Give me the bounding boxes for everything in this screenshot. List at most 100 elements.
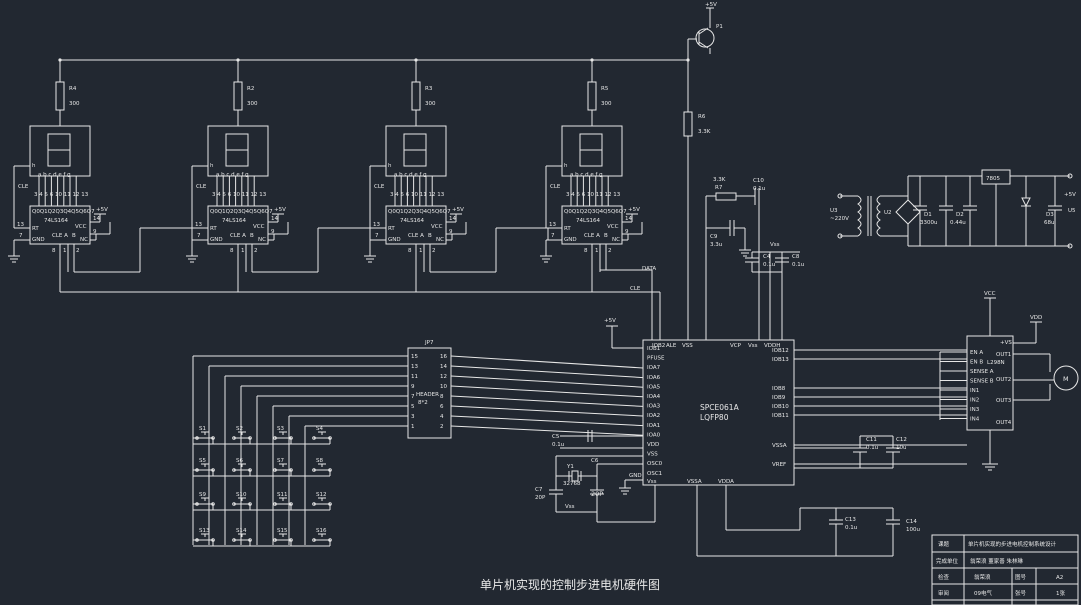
keypad-switch[interactable]: S1 bbox=[195, 426, 215, 444]
shift-register-chip bbox=[207, 205, 269, 245]
display-resistor-label: R2 bbox=[247, 86, 254, 92]
shift-gnd-pin: GND bbox=[32, 237, 45, 243]
driver-vs-label: +VS bbox=[1000, 340, 1012, 346]
mcu-left-pin: IOA0 bbox=[647, 432, 661, 438]
d2-label: D2 bbox=[956, 212, 964, 218]
pin-1: 1 bbox=[241, 248, 245, 254]
right-caps: C11 0.1u C12 10u C13 0.1u C14 100u bbox=[696, 435, 920, 557]
pin-9: 9 bbox=[271, 229, 275, 235]
driver-input-pin: IN1 bbox=[970, 388, 979, 394]
header-right-pin: 12 bbox=[440, 374, 447, 380]
header-right-pin: 14 bbox=[440, 364, 447, 370]
pin-14: 14 bbox=[271, 216, 278, 222]
driver-vdd-label: VDD bbox=[1030, 315, 1042, 321]
shift-num-pins: 3 4 5 6 10 11 12 13 bbox=[34, 192, 89, 198]
c9-value: 3.3u bbox=[710, 242, 722, 248]
switch-label: S10 bbox=[236, 492, 247, 498]
keypad-switch[interactable]: S5 bbox=[195, 458, 215, 476]
keypad-switch[interactable]: S8 bbox=[312, 458, 332, 476]
tb-review-value: 09电气 bbox=[974, 589, 992, 597]
shift-q-pins: Q0Q1Q2Q3Q4Q5Q6Q7 bbox=[564, 209, 627, 215]
shift-vcc-pin: VCC bbox=[607, 224, 619, 230]
pin-7: 7 bbox=[19, 233, 23, 239]
mcu-left-pin: OSC1 bbox=[647, 471, 662, 477]
u3-value: ~220V bbox=[830, 216, 849, 222]
c11-value: 0.1u bbox=[866, 445, 878, 451]
switch-label: S12 bbox=[316, 492, 327, 498]
pin-9: 9 bbox=[449, 229, 453, 235]
tb-sheet-label: 张号 bbox=[1015, 589, 1027, 597]
keypad-switch[interactable]: S4 bbox=[312, 426, 332, 444]
c9-label: C9 bbox=[710, 234, 718, 240]
header-name: JP7 bbox=[424, 340, 434, 346]
keypad-switch[interactable]: S2 bbox=[232, 426, 252, 444]
pin-2: 2 bbox=[608, 248, 612, 254]
shift-chip-name: 74LS164 bbox=[400, 218, 425, 224]
keypad-switch[interactable]: S7 bbox=[273, 458, 293, 476]
seg-h-label: h bbox=[564, 163, 568, 169]
tb-check-value: 翁荣浪 bbox=[974, 573, 991, 581]
pin-1: 1 bbox=[419, 248, 423, 254]
tb-drawing-label: 图号 bbox=[1015, 573, 1027, 581]
shift-rt-pin: RT bbox=[210, 226, 217, 232]
driver-input-pin: IN4 bbox=[970, 417, 980, 423]
switch-label: S15 bbox=[277, 528, 288, 534]
tb-unit-label: 完成单位 bbox=[936, 557, 959, 565]
transistor-p1: +5V P1 bbox=[60, 2, 723, 112]
keypad-switch[interactable]: S9 bbox=[195, 492, 215, 510]
header-left-pin: 1 bbox=[411, 424, 415, 430]
c10-label: C10 bbox=[753, 178, 764, 184]
keypad-switch[interactable]: S6 bbox=[232, 458, 252, 476]
d1-value: 3300u bbox=[920, 220, 937, 226]
shift-nc-pin: NC bbox=[436, 237, 444, 243]
display-vcc-label: +5V bbox=[96, 207, 108, 213]
tb-drawing-value: A2 bbox=[1056, 575, 1063, 581]
u5-label: U5 bbox=[1068, 208, 1076, 214]
mcu-name: SPCE061A bbox=[700, 403, 740, 412]
mcu-top-pin: IOB2 bbox=[652, 343, 665, 349]
header-left-pin: 9 bbox=[411, 384, 415, 390]
driver-input-pin: EN B bbox=[970, 360, 983, 366]
c12-label: C12 bbox=[896, 437, 907, 443]
cle-signal-label: CLE bbox=[630, 286, 641, 292]
pin-7: 7 bbox=[375, 233, 379, 239]
switch-label: S14 bbox=[236, 528, 247, 534]
keypad-switch[interactable]: S3 bbox=[273, 426, 293, 444]
c5-label: C5 bbox=[552, 434, 560, 440]
keypad-switch[interactable]: S13 bbox=[195, 528, 215, 546]
pin-1: 1 bbox=[63, 248, 67, 254]
pin-14: 14 bbox=[625, 216, 632, 222]
driver-output-pin: OUT2 bbox=[996, 377, 1011, 383]
c14-value: 100u bbox=[906, 527, 920, 533]
mcu-left-pin: IOA5 bbox=[647, 384, 661, 390]
keypad-switch[interactable]: S15 bbox=[273, 528, 293, 546]
keypad-switch[interactable]: S10 bbox=[232, 492, 252, 510]
iob1-vcc-label: +5V bbox=[604, 318, 616, 324]
mcu-left-pin: IOA4 bbox=[647, 394, 661, 400]
c7-value: 20P bbox=[535, 495, 546, 501]
switch-label: S4 bbox=[316, 426, 323, 432]
switch-label: S13 bbox=[199, 528, 210, 534]
keypad-switch[interactable]: S14 bbox=[232, 528, 252, 546]
mcu-top-pin: VDDH bbox=[764, 343, 780, 349]
shift-num-pins: 3 4 5 6 10 11 12 13 bbox=[566, 192, 621, 198]
shift-nc-pin: NC bbox=[258, 237, 266, 243]
regulator-label: 7805 bbox=[986, 176, 1000, 182]
data-signal-label: DATA bbox=[642, 266, 656, 272]
keypad-switch[interactable]: S12 bbox=[312, 492, 332, 510]
c4-value: 0.1u bbox=[763, 262, 775, 268]
iob1-supply: +5V bbox=[604, 318, 643, 349]
mcu-left-pin: OSC0 bbox=[647, 461, 663, 467]
shift-register-chip bbox=[29, 205, 91, 245]
d3-value: 68u bbox=[1044, 220, 1054, 226]
keypad-switch[interactable]: S16 bbox=[312, 528, 332, 546]
psu-out-label: +5V bbox=[1064, 192, 1076, 198]
mcu-right-pin: IOB8 bbox=[772, 386, 786, 392]
header-right-pin: 2 bbox=[440, 424, 444, 430]
keypad-switch[interactable]: S11 bbox=[273, 492, 293, 510]
display-cle-label: CLE bbox=[374, 184, 385, 190]
header-right-pin: 10 bbox=[440, 384, 447, 390]
mcu-left-pin: VDD bbox=[647, 442, 659, 448]
